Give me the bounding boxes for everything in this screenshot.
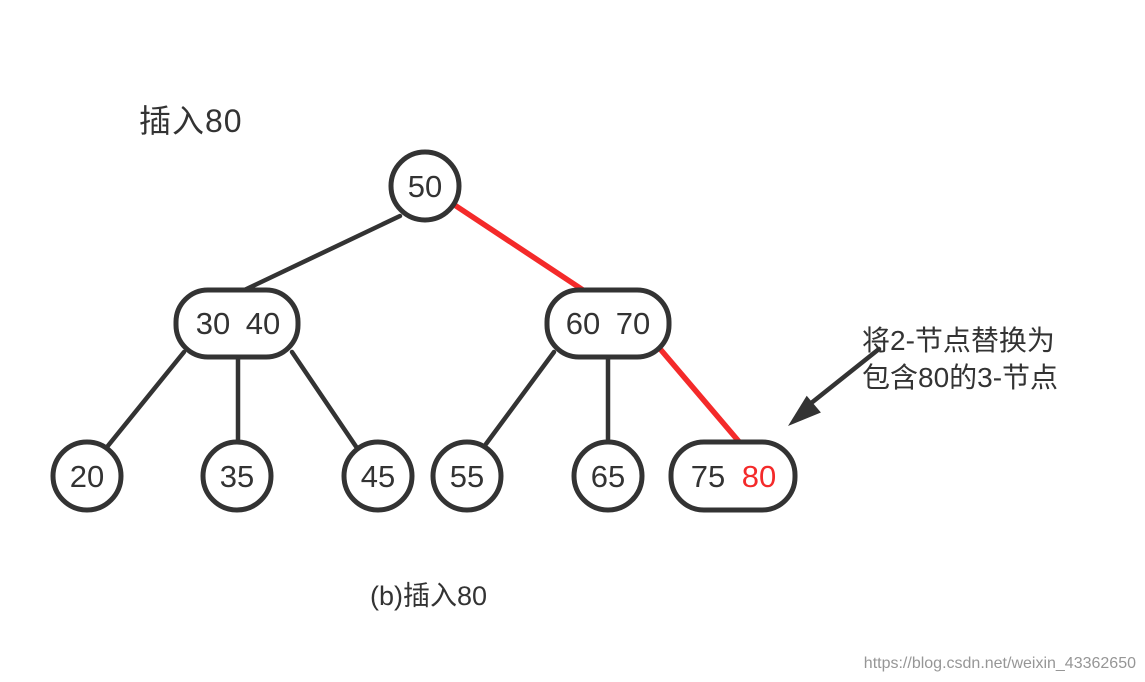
figure-title: 插入80 — [139, 103, 243, 139]
node-root-circle — [388, 149, 462, 223]
node-label-50: 50 — [408, 169, 442, 204]
node-label-20: 20 — [70, 459, 104, 494]
node-leaf-75-80: 75 80 — [668, 439, 798, 513]
node-leaf-55: 55 — [430, 439, 504, 513]
node-leaf-65: 65 — [571, 439, 645, 513]
edge-root-to-right-child-highlighted — [447, 199, 589, 295]
node-label-80-highlighted: 80 — [742, 459, 776, 494]
edge-right-child-to-leaf-55 — [483, 349, 557, 447]
node-internal-60-70: 60 70 — [544, 287, 672, 360]
node-label-35: 35 — [220, 459, 254, 494]
annotation-text: 将2-节点替换为 包含80的3-节点 — [862, 322, 1058, 396]
node-label-30: 30 — [196, 306, 230, 341]
node-label-60: 60 — [566, 306, 600, 341]
node-leaf-circle — [571, 439, 645, 513]
node-label-65: 65 — [591, 459, 625, 494]
figure-caption: (b)插入80 — [370, 581, 488, 611]
node-label-70: 70 — [616, 306, 650, 341]
node-leaf-45: 45 — [341, 439, 415, 513]
watermark-url: https://blog.csdn.net/weixin_43362650 — [863, 655, 1136, 672]
node-leaf-circle — [341, 439, 415, 513]
edge-right-child-to-leaf-75-80-highlighted — [658, 347, 744, 447]
node-root-50: 50 — [388, 149, 462, 223]
node-leaf-circle — [200, 439, 274, 513]
node-leaf-right-pill — [668, 439, 798, 513]
node-leaf-circle — [430, 439, 504, 513]
node-leaf-20: 20 — [50, 439, 124, 513]
node-label-40: 40 — [246, 306, 280, 341]
node-internal-right-pill — [544, 287, 672, 360]
edge-left-child-to-leaf-20 — [104, 349, 187, 450]
annotation-arrow-line — [807, 346, 882, 407]
node-label-55: 55 — [450, 459, 484, 494]
annotation-arrowhead-icon — [788, 395, 821, 426]
node-leaf-35: 35 — [200, 439, 274, 513]
node-internal-30-40: 30 40 — [173, 287, 301, 360]
node-label-45: 45 — [361, 459, 395, 494]
node-internal-left-pill — [173, 287, 301, 360]
node-label-75: 75 — [691, 459, 725, 494]
annotation-line-1: 将2-节点替换为 — [862, 325, 1055, 356]
edge-root-to-left-child — [233, 213, 403, 297]
node-leaf-circle — [50, 439, 124, 513]
edge-left-child-to-leaf-45 — [289, 349, 360, 451]
annotation-line-2: 包含80的3-节点 — [862, 362, 1059, 393]
